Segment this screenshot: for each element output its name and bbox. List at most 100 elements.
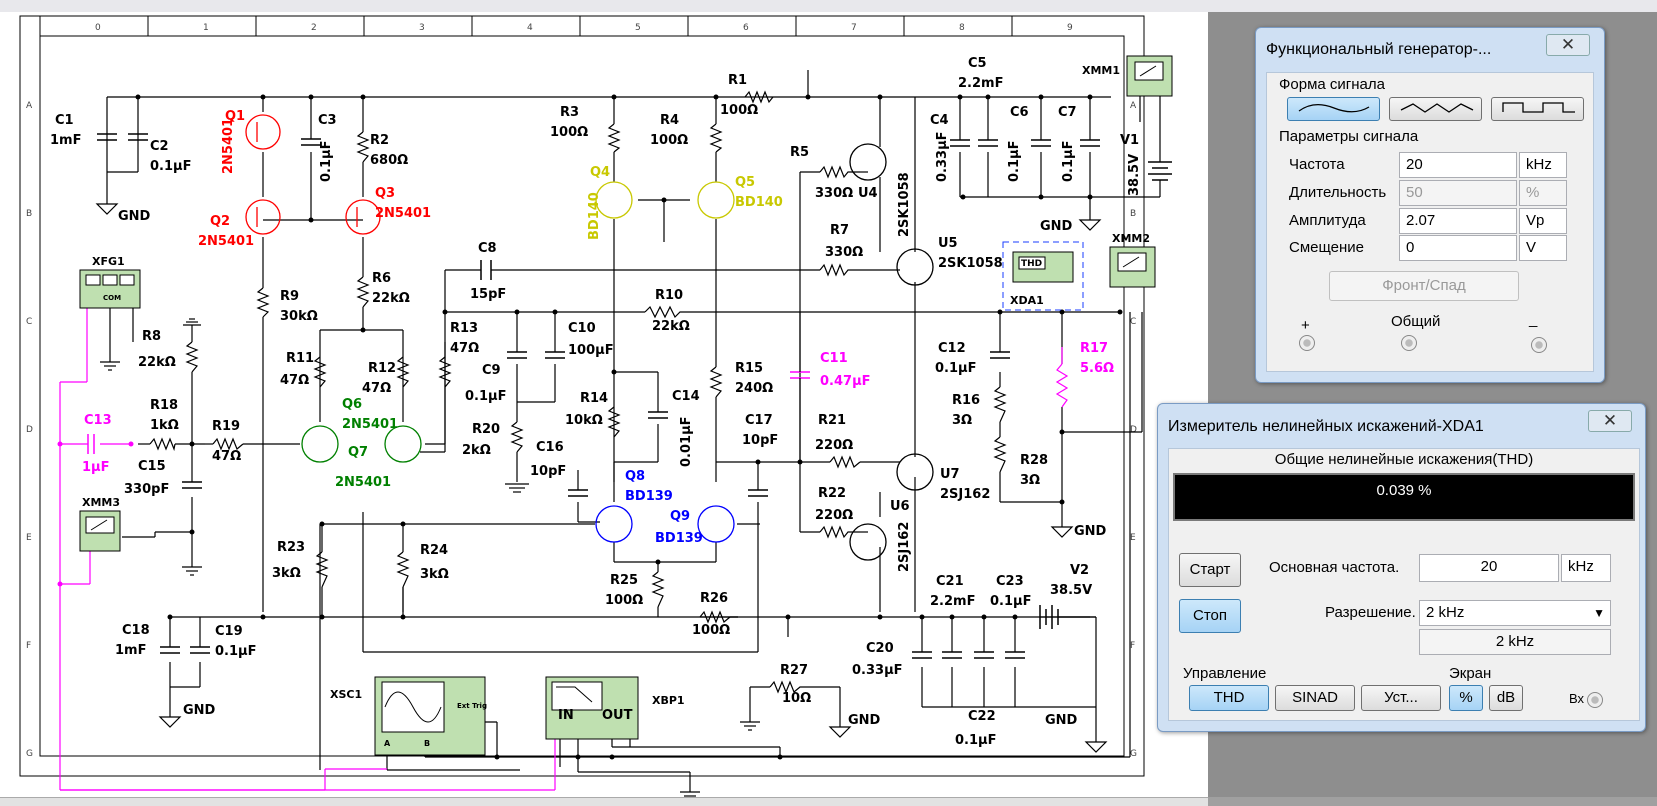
plus-terminal[interactable] <box>1299 335 1315 351</box>
sinad-mode-button[interactable]: SINAD <box>1275 685 1355 711</box>
frequency-unit[interactable]: kHz <box>1519 152 1567 178</box>
xda1-instrument[interactable] <box>1002 241 1084 311</box>
label-r11: R11 <box>286 351 314 366</box>
label-r16: R16 <box>952 393 980 408</box>
label-c23: C23 <box>996 574 1024 589</box>
label-r22: R22 <box>818 486 846 501</box>
fundamental-frequency-input[interactable]: 20 <box>1419 554 1559 582</box>
grid-row-D: D <box>1130 425 1137 435</box>
offset-label: Смещение <box>1289 239 1365 256</box>
label-r3v: 100Ω <box>550 125 588 140</box>
xmm2-instrument[interactable] <box>1109 246 1156 288</box>
horizontal-scrollbar[interactable] <box>0 797 1208 806</box>
function-generator-window: Функциональный генератор-... ✕ Форма сиг… <box>1255 27 1605 383</box>
label-r7: R7 <box>830 223 849 238</box>
label-b: B <box>424 739 430 748</box>
percent-display-button[interactable]: % <box>1449 685 1483 711</box>
amplitude-label: Амплитуда <box>1289 212 1366 229</box>
label-c20v: 0.33µF <box>852 663 903 678</box>
resolution-select-value: 2 kHz <box>1426 604 1465 621</box>
red-transistors[interactable] <box>245 114 381 235</box>
label-gnd: GND <box>1040 219 1073 234</box>
green-transistors[interactable] <box>301 425 422 463</box>
start-button[interactable]: Старт <box>1179 553 1241 587</box>
params-label: Параметры сигнала <box>1279 128 1419 145</box>
close-icon: ✕ <box>1602 411 1618 431</box>
offset-unit[interactable]: V <box>1519 235 1567 261</box>
frequency-label: Частота <box>1289 156 1345 173</box>
label-in: IN <box>558 708 574 723</box>
resolution-display: 2 kHz <box>1419 629 1611 655</box>
label-r13: R13 <box>450 321 478 336</box>
label-c8v: 15pF <box>470 287 506 302</box>
xfg1-instrument[interactable] <box>79 269 141 309</box>
label-gnd: GND <box>1074 524 1107 539</box>
offset-input[interactable]: 0 <box>1399 235 1517 261</box>
minus-terminal[interactable] <box>1531 337 1547 353</box>
label-r17v: 5.6Ω <box>1080 361 1114 376</box>
label-q8v: BD139 <box>625 489 673 504</box>
label-r18v: 1kΩ <box>150 418 179 433</box>
input-terminal[interactable] <box>1587 692 1603 708</box>
junction-dots <box>135 94 1123 760</box>
xbp1-bode-plotter[interactable] <box>545 676 639 740</box>
label-u4: U4 <box>858 186 878 201</box>
label-c9: C9 <box>482 363 501 378</box>
close-button[interactable]: ✕ <box>1546 34 1590 56</box>
settings-button[interactable]: Уст... <box>1361 685 1441 711</box>
distortion-analyzer-window: Измеритель нелинейных искажений-XDA1 ✕ О… <box>1157 403 1646 732</box>
square-wave-button[interactable] <box>1491 97 1584 121</box>
triangle-wave-icon <box>1400 103 1473 113</box>
close-button[interactable]: ✕ <box>1588 410 1632 432</box>
xmm3-instrument[interactable] <box>79 510 121 552</box>
grid-col-2: 2 <box>311 23 317 33</box>
frequency-input[interactable]: 20 <box>1399 152 1517 178</box>
mosfets[interactable] <box>849 143 934 561</box>
label-gnd: GND <box>183 703 216 718</box>
grid-col-9: 9 <box>1067 23 1073 33</box>
label-q3: Q3 <box>375 186 395 201</box>
label-r2: R2 <box>370 133 389 148</box>
grid-col-1: 1 <box>203 23 209 33</box>
amplitude-input[interactable]: 2.07 <box>1399 208 1517 234</box>
xmm1-instrument[interactable] <box>1126 55 1173 97</box>
duty-cycle-input[interactable]: 50 <box>1399 180 1517 206</box>
duty-cycle-unit[interactable]: % <box>1519 180 1567 206</box>
fundamental-frequency-unit[interactable]: kHz <box>1561 554 1611 582</box>
fundamental-frequency-label: Основная частота. <box>1269 559 1400 576</box>
label-r26: R26 <box>700 591 728 606</box>
label-c3: C3 <box>318 113 337 128</box>
xsc1-oscilloscope[interactable] <box>374 676 486 756</box>
grid-row-D: D <box>26 425 33 435</box>
label-r28v: 3Ω <box>1020 473 1040 488</box>
label-u7v: 2SJ162 <box>940 487 990 502</box>
r17-resistor[interactable] <box>1055 363 1069 408</box>
capacitors[interactable] <box>97 133 1100 659</box>
label-c13v: 1µF <box>82 460 110 475</box>
triangle-wave-button[interactable] <box>1389 97 1482 121</box>
sine-wave-button[interactable] <box>1287 97 1380 121</box>
label-q9v: BD139 <box>655 531 703 546</box>
label-q7: Q7 <box>348 445 368 460</box>
label-q6: Q6 <box>342 397 362 412</box>
common-terminal[interactable] <box>1401 335 1417 351</box>
label-c18v: 1mF <box>115 643 146 658</box>
thd-header: Общие нелинейные искажения(THD) <box>1274 451 1534 468</box>
thd-mode-button[interactable]: THD <box>1189 685 1269 711</box>
duty-cycle-label: Длительность <box>1289 184 1387 201</box>
label-u6v: 2SJ162 <box>897 522 912 572</box>
rise-fall-button[interactable]: Фронт/Спад <box>1329 271 1519 301</box>
amplitude-unit[interactable]: Vp <box>1519 208 1567 234</box>
resolution-select[interactable]: 2 kHz ▼ <box>1419 600 1611 626</box>
resistors[interactable] <box>149 90 1007 694</box>
label-xmm2: XMM2 <box>1112 232 1150 245</box>
label-u6: U6 <box>890 499 910 514</box>
db-display-button[interactable]: dB <box>1489 685 1523 711</box>
blue-transistors[interactable] <box>595 505 735 543</box>
grid-row-B: B <box>26 209 32 219</box>
yellow-transistors[interactable] <box>595 181 735 219</box>
stop-button[interactable]: Стоп <box>1179 599 1241 633</box>
label-u5: U5 <box>938 236 958 251</box>
